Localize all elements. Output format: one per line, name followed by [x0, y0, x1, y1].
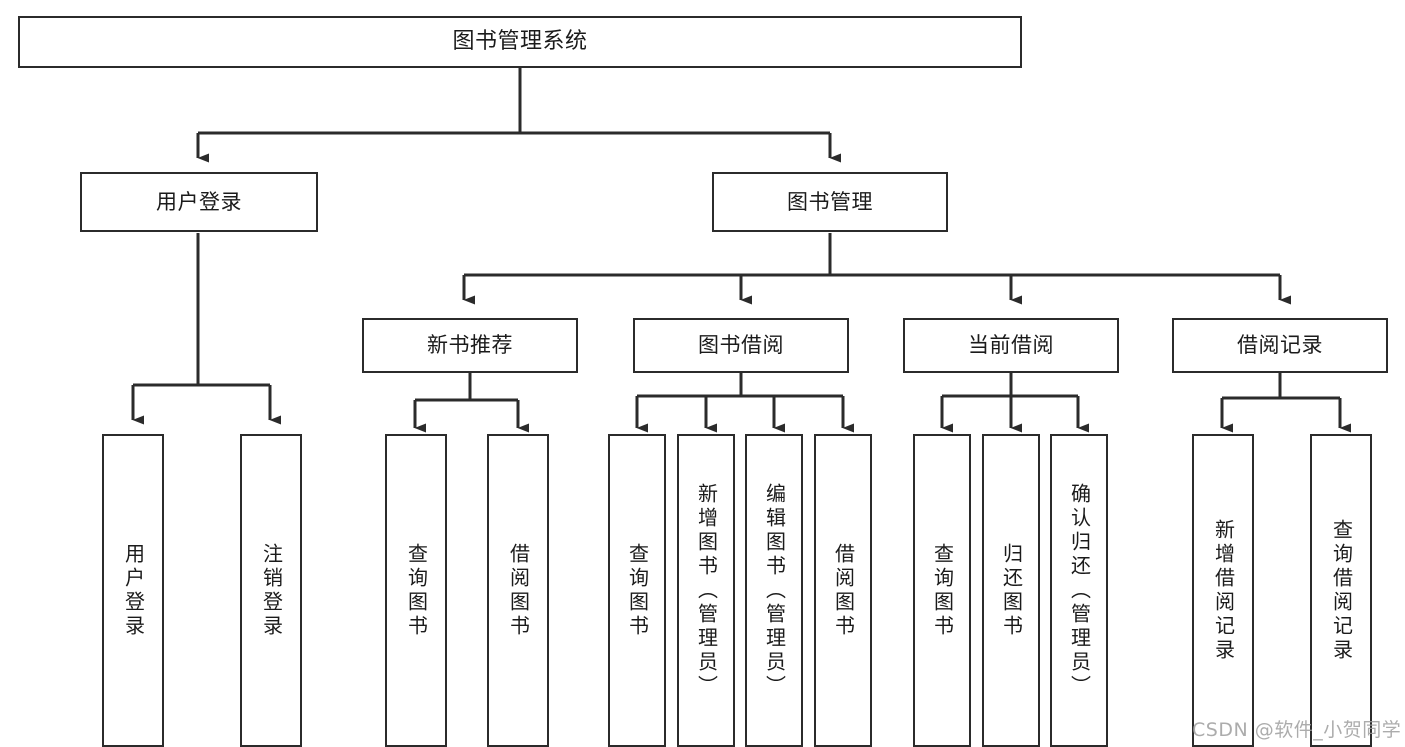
node-label: 新书推荐 [427, 333, 513, 358]
node-label: 归还图书 [999, 542, 1024, 639]
node-label: 查询图书 [625, 542, 650, 639]
node-label: 新增借阅记录 [1211, 518, 1236, 663]
leaf-edit-book-admin[interactable]: 编辑图书（管理员） [745, 434, 803, 747]
leaf-borrow-book-recommend[interactable]: 借阅图书 [487, 434, 549, 747]
leaf-borrow-book[interactable]: 借阅图书 [814, 434, 872, 747]
node-new-book-recommend[interactable]: 新书推荐 [362, 318, 578, 373]
node-book-management[interactable]: 图书管理 [712, 172, 948, 232]
leaf-query-borrow-record[interactable]: 查询借阅记录 [1310, 434, 1372, 747]
node-label: 借阅图书 [831, 542, 856, 639]
node-label: 图书管理系统 [452, 29, 588, 55]
node-user-login[interactable]: 用户登录 [80, 172, 318, 232]
node-label: 用户登录 [121, 542, 146, 639]
node-book-borrow[interactable]: 图书借阅 [633, 318, 849, 373]
node-current-borrow[interactable]: 当前借阅 [903, 318, 1119, 373]
leaf-logout-login[interactable]: 注销登录 [240, 434, 302, 747]
node-label: 确认归还（管理员） [1067, 482, 1092, 699]
node-root-system[interactable]: 图书管理系统 [18, 16, 1022, 68]
node-label: 查询借阅记录 [1329, 518, 1354, 663]
node-label: 查询图书 [404, 542, 429, 639]
node-label: 借阅图书 [506, 542, 531, 639]
leaf-confirm-return-admin[interactable]: 确认归还（管理员） [1050, 434, 1108, 747]
node-label: 编辑图书（管理员） [762, 482, 787, 699]
leaf-add-book-admin[interactable]: 新增图书（管理员） [677, 434, 735, 747]
node-label: 借阅记录 [1237, 333, 1323, 358]
node-label: 当前借阅 [968, 333, 1054, 358]
leaf-query-book-current[interactable]: 查询图书 [913, 434, 971, 747]
node-label: 图书管理 [787, 189, 873, 214]
node-label: 注销登录 [259, 542, 284, 639]
node-label: 查询图书 [930, 542, 955, 639]
node-borrow-record[interactable]: 借阅记录 [1172, 318, 1388, 373]
leaf-user-login[interactable]: 用户登录 [102, 434, 164, 747]
node-label: 新增图书（管理员） [694, 482, 719, 699]
leaf-return-book[interactable]: 归还图书 [982, 434, 1040, 747]
leaf-add-borrow-record[interactable]: 新增借阅记录 [1192, 434, 1254, 747]
node-label: 用户登录 [156, 189, 242, 214]
node-label: 图书借阅 [698, 333, 784, 358]
leaf-query-book-borrow[interactable]: 查询图书 [608, 434, 666, 747]
leaf-query-book-recommend[interactable]: 查询图书 [385, 434, 447, 747]
